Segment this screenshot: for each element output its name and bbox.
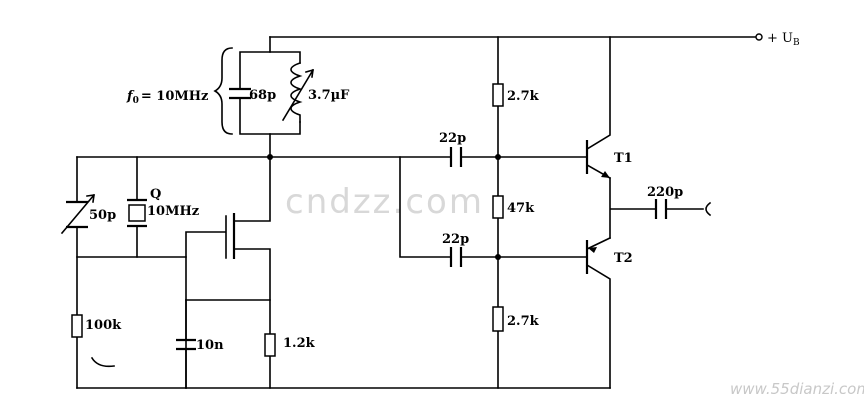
supply-terminal [755,33,763,41]
resistor-2.7k-bottom [492,306,504,332]
tank-cap-label: 68p [249,88,276,103]
tank-frequency: f0= 10MHz [126,89,208,106]
tank-capacitor [229,87,251,100]
c-bot-label: 22p [442,232,469,247]
coupling-wire [399,156,588,258]
resistor-1.2k [264,333,276,357]
capacitor-22p-bottom [449,247,463,267]
capacitor-22p-top [449,147,463,167]
tank-brace [213,47,233,135]
r-mid-label: 47k [507,201,535,216]
inductor-adjust-arrow [281,68,315,122]
capacitor-10n [176,338,196,351]
trimmer-label: 50p [89,208,116,223]
c-out-label: 220p [647,185,683,200]
watermark-text: cndzz.com [285,182,484,222]
t1-label: T1 [614,151,633,166]
r-gate-label: 100k [85,318,122,333]
crystal-plates [127,198,147,228]
t1-emitter-arrow [601,171,610,178]
stray-mark [90,356,115,368]
output-wire [609,177,704,239]
resistor-100k [71,314,83,338]
tank-ind-label: 3.7µF [308,88,350,103]
fet-gate-wire [185,215,227,389]
site-watermark: www.55dianzi.com [730,380,864,398]
t1-collector [585,36,611,151]
t2-emitter-arrow [588,247,597,253]
r-top-label: 2.7k [507,89,540,104]
fet-source-wire [233,248,271,389]
crystal-freq: 10MHz [147,204,199,219]
crystal-name: Q [150,187,161,202]
r-bot-label: 2.7k [507,314,540,329]
output-terminal [705,201,712,217]
t2-emitter [585,236,612,251]
c-top-label: 22p [439,131,466,146]
c-source-label: 10n [196,338,224,353]
trimmer-capacitor [66,200,88,229]
supply-label: + UB [767,31,800,48]
capacitor-220p [654,199,668,219]
r-source-label: 1.2k [283,336,316,351]
t2-label: T2 [614,251,633,266]
resistor-2.7k-top [492,83,504,107]
junction [495,154,501,160]
resistor-47k [492,195,504,219]
fet-drain-wire [233,156,271,222]
t2-collector [585,263,611,389]
crystal-body [128,204,146,222]
trimmer-arrow [60,193,96,235]
